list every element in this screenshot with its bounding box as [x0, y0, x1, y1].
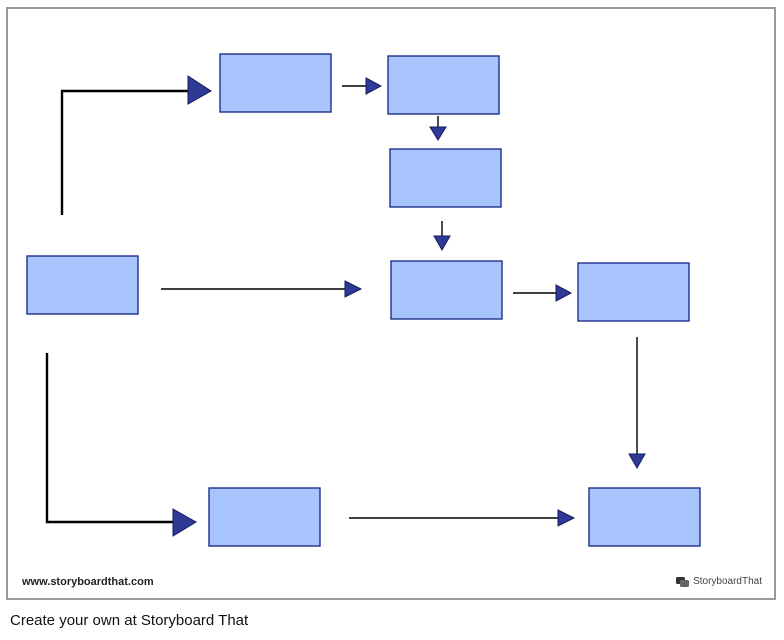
box-start[interactable] — [26, 255, 139, 315]
connector-start-to-top-1 — [60, 75, 212, 215]
brand-name: StoryboardThat — [693, 576, 762, 587]
brand-mark[interactable]: StoryboardThat — [676, 576, 762, 587]
connector-mid-2-to-right-1 — [513, 284, 573, 302]
box-top-2[interactable] — [387, 55, 500, 115]
arrowhead — [628, 453, 646, 470]
arrowhead — [429, 126, 447, 141]
connector-right-1-to-bottom-2 — [628, 337, 646, 470]
connector-mid-1-to-mid-2 — [433, 221, 451, 252]
connector-top-2-to-mid-1 — [429, 116, 447, 141]
box-right-1[interactable] — [577, 262, 690, 322]
box-bottom-1[interactable] — [208, 487, 321, 547]
arrowhead — [557, 509, 576, 527]
box-top-1[interactable] — [219, 53, 332, 113]
box-mid-1[interactable] — [389, 148, 502, 208]
arrowhead — [172, 508, 197, 537]
connector-start-to-mid-2 — [161, 280, 363, 298]
bottom-caption[interactable]: Create your own at Storyboard That — [10, 612, 249, 629]
connector-top-1-to-top-2 — [342, 77, 383, 95]
arrowhead — [433, 235, 451, 252]
connector-start-to-bottom-1 — [45, 353, 197, 537]
box-mid-2[interactable] — [390, 260, 503, 320]
arrowhead — [344, 280, 363, 298]
arrowhead — [555, 284, 573, 302]
footer-url[interactable]: www.storyboardthat.com — [22, 576, 154, 588]
box-bottom-2[interactable] — [588, 487, 701, 547]
arrowhead — [187, 75, 212, 105]
storyboardthat-logo-icon — [676, 576, 690, 587]
connector-bottom-1-to-bottom-2 — [349, 509, 576, 527]
arrowhead — [365, 77, 383, 95]
